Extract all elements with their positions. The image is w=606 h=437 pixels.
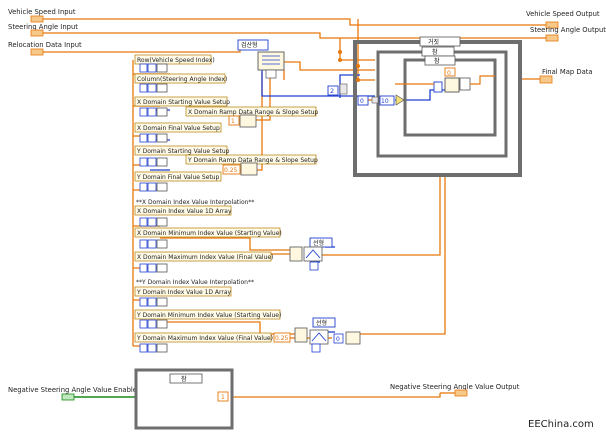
y-interp-node[interactable]: 선형 0.25 0 [273,317,361,353]
x-domain-index-interpolation: **X Domain Index Value Interpolation** [136,199,254,206]
final-map-data-label: Final Map Data [542,68,593,76]
x-domain-final-value-setup: X Domain Final Value Setup [137,125,220,132]
steering-angle-output[interactable]: Steering Angle Output [530,26,606,42]
x-domain-index-1d-array: X Domain Index Value 1D Array [137,208,232,215]
const-0-25-a: 0.25 [224,167,238,174]
relocation-data-input-label: Relocation Data Input [8,41,82,49]
negative-steering-enable-label: Negative Steering Angle Value Enable [8,386,137,394]
compare-node [395,94,405,106]
const-0-c: 0 [336,336,340,343]
setup-labels: Row(Vehicle Speed Index) Column(Steering… [134,54,318,343]
negative-steering-output[interactable]: Negative Steering Angle Value Output [390,383,520,397]
negative-steering-enable[interactable]: Negative Steering Angle Value Enable [8,386,137,401]
outer-case-selector[interactable]: 거짓 [428,38,440,46]
y-domain-maximum-index: Y Domain Maximum Index Value (Final Valu… [136,335,273,342]
steering-angle-input[interactable]: Steering Angle Input [8,23,78,37]
replace-array-node [444,77,460,93]
top-formula-node[interactable]: 검산형 [237,39,285,79]
left-index-nodes [139,63,168,353]
inner-case-structure[interactable]: 참 [403,55,497,137]
bottom-case-selector[interactable]: 참 [181,375,187,383]
y-domain-minimum-index: Y Domain Minimum Index Value (Starting V… [136,312,281,319]
const-0-b: 0 [447,70,451,77]
y-domain-index-1d-array: Y Domain Index Value 1D Array [136,289,232,296]
bottom-case-structure[interactable]: 참 1 [134,368,234,430]
y-domain-starting-value-setup: Y Domain Starting Value Setup [136,148,230,155]
y-domain-ramp-data-range: Y Domain Ramp Data Range & Slope Setup [187,157,318,164]
x-domain-starting-value-setup: X Domain Starting Value Setup [137,99,230,106]
row-vehicle-speed-index: Row(Vehicle Speed Index) [137,57,215,64]
left-pre-case: 2 [327,50,360,96]
const-0-a: 0 [360,98,364,105]
column-steering-angle-index: Column(Steering Angle Index) [137,76,227,83]
shift-node [371,96,379,104]
inner-case-nodes: 0 [395,67,495,93]
vehicle-speed-output[interactable]: Vehicle Speed Output [526,10,600,29]
steering-angle-output-label: Steering Angle Output [530,26,606,34]
vehicle-speed-input-label: Vehicle Speed Input [8,8,76,16]
index-node-a [433,81,443,93]
vehicle-speed-output-label: Vehicle Speed Output [526,10,600,18]
top-node-label: 검산형 [241,41,258,49]
sel-1-label: 선형 [313,239,324,247]
const-0-25-b: 0.25 [275,335,289,342]
final-map-data-output[interactable]: Final Map Data [539,68,593,84]
const-1: 1 [231,118,235,125]
x-interp-node[interactable]: 선형 [289,237,333,271]
y-domain-index-interpolation: **Y Domain Index Value Interpolation** [136,279,254,286]
outer-case-structure[interactable]: 거짓 [353,36,522,177]
x-domain-ramp-data-range: X Domain Ramp Data Range & Slope Setup [188,109,318,116]
relocation-data-input[interactable]: Relocation Data Input [8,41,82,56]
y-domain-final-value-setup: Y Domain Final Value Setup [136,174,220,181]
index-node-b [459,77,471,91]
vehicle-speed-input[interactable]: Vehicle Speed Input [8,8,76,23]
wires-orange [43,18,546,398]
sel-2-label: 선형 [316,319,327,327]
steering-angle-input-label: Steering Angle Input [8,23,78,31]
x-domain-maximum-index: X Domain Maximum Index Value (Final Valu… [137,254,273,261]
mid-case-selector[interactable]: 참 [432,48,438,56]
const-1-out: 1 [221,394,225,401]
const-10: 10 [381,98,389,105]
watermark-text: EEChina.com [528,419,594,430]
negative-steering-output-label: Negative Steering Angle Value Output [390,383,520,391]
main-case-left-nodes: 0 10 [357,94,405,106]
const-2: 2 [330,87,334,95]
x-domain-minimum-index: X Domain Minimum Index Value (Starting V… [137,230,282,237]
inner-case-selector[interactable]: 참 [434,57,440,65]
ramp-nodes: 1 0.25 [222,114,258,176]
